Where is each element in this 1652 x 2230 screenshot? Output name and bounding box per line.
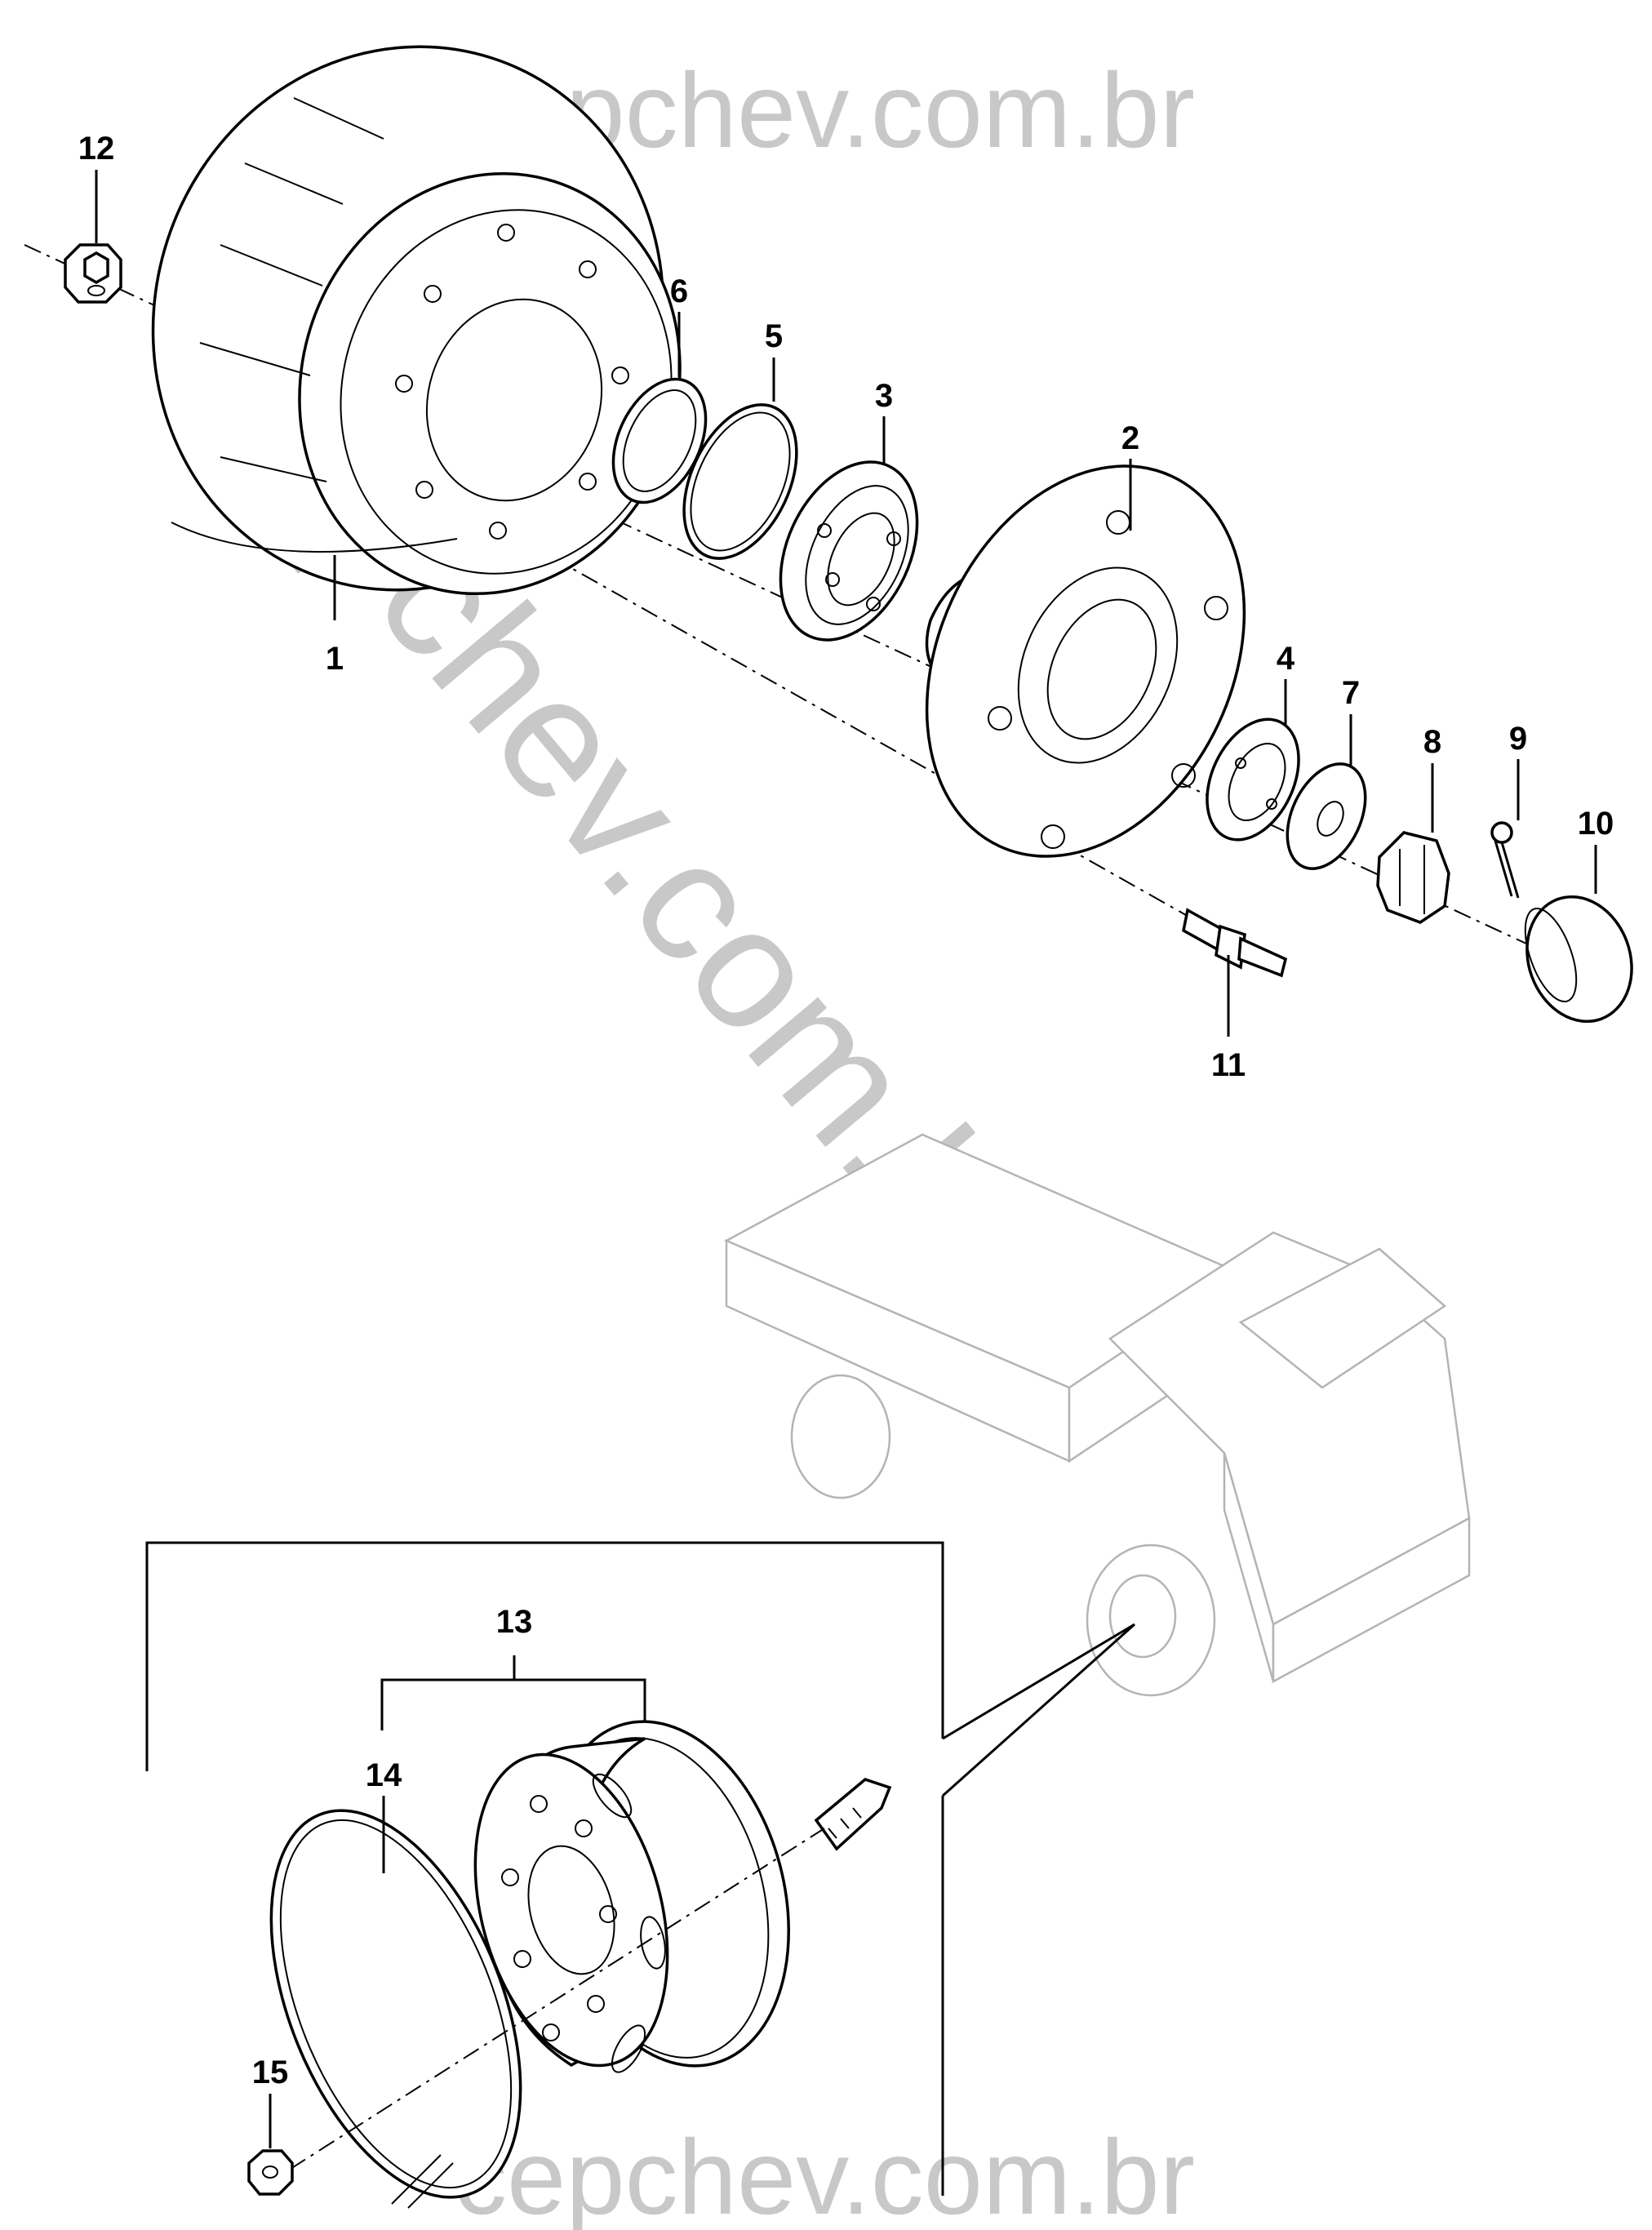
callout-10: 10	[1578, 806, 1614, 842]
callout-2: 2	[1121, 420, 1139, 456]
watermark-bottom: cepchev.com.br	[454, 2117, 1195, 2230]
part-1-brake-drum	[151, 45, 682, 596]
part-10-hub-cap	[1524, 895, 1633, 1024]
callout-8: 8	[1423, 724, 1441, 760]
part-4-bearing	[1206, 717, 1300, 842]
callout-4: 4	[1277, 641, 1295, 677]
callout-14: 14	[366, 1757, 402, 1793]
callout-7: 7	[1342, 675, 1360, 711]
callout-1: 1	[326, 641, 344, 677]
callout-11: 11	[1211, 1047, 1246, 1083]
part-8-castle-nut	[1376, 831, 1450, 924]
callout-6: 6	[670, 273, 688, 309]
wheel-bolt	[814, 1778, 892, 1851]
part-5-snap-ring	[682, 403, 798, 560]
callout-15: 15	[252, 2055, 289, 2090]
part-9-cotter-pin	[1490, 821, 1520, 899]
callout-3: 3	[875, 378, 893, 414]
part-6-seal	[611, 377, 708, 504]
callout-5: 5	[765, 318, 783, 354]
part-12-nut	[64, 243, 122, 304]
detail-frame	[145, 1541, 1135, 2196]
part-15-nut	[247, 2149, 294, 2196]
part-13-wheel	[473, 1720, 790, 2073]
part-11-wheel-stud	[1182, 908, 1288, 978]
callout-13: 13	[496, 1604, 533, 1640]
part-2-hub	[925, 464, 1246, 858]
callout-12: 12	[78, 131, 115, 167]
truck-illustration	[724, 1133, 1471, 1697]
wheel-axis-line	[260, 1828, 825, 2188]
callout-leaders	[95, 170, 1597, 2148]
part-3-bearing	[779, 460, 919, 642]
callout-9: 9	[1509, 721, 1527, 757]
group-13-bracket	[380, 1655, 646, 1739]
